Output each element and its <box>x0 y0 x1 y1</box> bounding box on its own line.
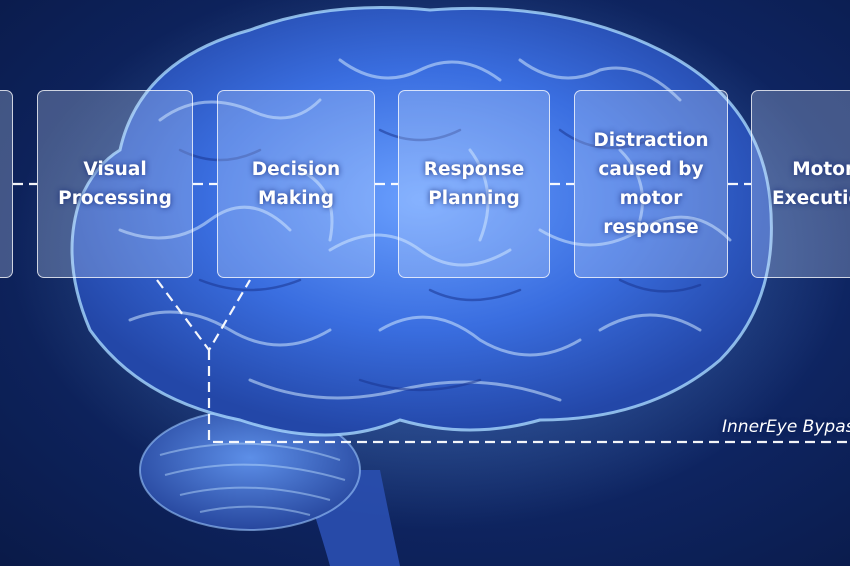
bypass-label: InnerEye Bypass <box>722 417 850 437</box>
stage-box-visual-processing: Visual Processing <box>37 90 193 278</box>
stage-box-distraction: Distraction caused by motor response <box>574 90 728 278</box>
stage-box-motor-execution: Motor Execution <box>751 90 850 278</box>
partial-stage-box <box>0 90 13 278</box>
stage-box-response-planning: Response Planning <box>398 90 550 278</box>
stage-label: Motor Execution <box>772 159 850 209</box>
stage-label: Visual Processing <box>58 159 172 209</box>
stage-label: Distraction caused by motor response <box>593 130 709 238</box>
stage-label: Response Planning <box>423 159 525 209</box>
stage-label: Decision Making <box>251 159 341 209</box>
stage-box-decision-making: Decision Making <box>217 90 375 278</box>
bypass-path <box>156 279 850 444</box>
